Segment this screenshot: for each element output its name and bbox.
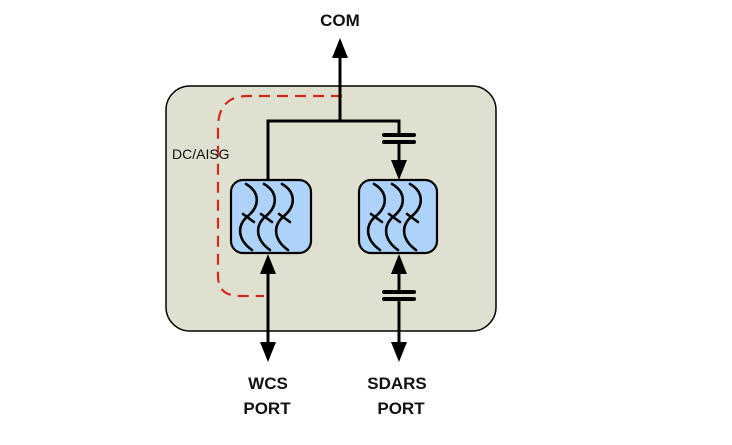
capacitor-bottom-icon — [382, 290, 416, 301]
arrow-down-icon — [391, 342, 407, 362]
capacitor-top-icon — [382, 133, 416, 180]
sdars-label: SDARS — [367, 374, 427, 393]
arrow-up-icon — [260, 254, 276, 274]
dc-aisg-label: DC/AISG — [172, 146, 230, 162]
dc-aisg-path — [216, 94, 342, 298]
enclosure-box — [165, 85, 497, 332]
wcs-filter-icon — [229, 178, 313, 255]
sdars-port-label: PORT — [377, 399, 425, 418]
wcs-port-label: PORT — [243, 399, 291, 418]
wcs-port-line — [260, 254, 276, 362]
bus-line — [266, 119, 401, 181]
arrow-down-icon — [260, 342, 276, 362]
arrow-up-icon — [391, 254, 407, 274]
sdars-port-line — [391, 254, 407, 362]
com-label: COM — [320, 11, 360, 30]
wcs-label: WCS — [248, 374, 288, 393]
com-arrow-icon — [332, 38, 348, 58]
sdars-filter-icon — [357, 178, 439, 255]
